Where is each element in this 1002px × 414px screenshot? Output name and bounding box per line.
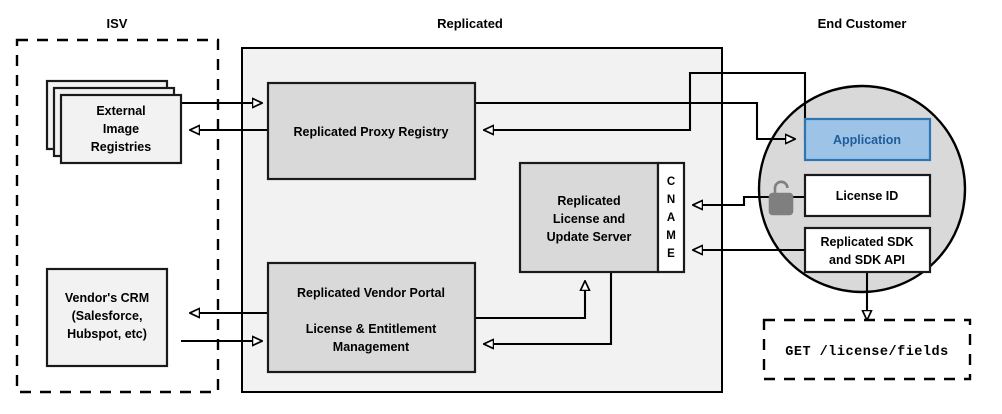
cname-box bbox=[656, 161, 686, 274]
license-server-label-line2: License and bbox=[553, 212, 625, 226]
node-vendors-crm[interactable]: Vendor's CRM (Salesforce, Hubspot, etc) bbox=[45, 267, 169, 368]
cname-letter-c: C bbox=[667, 176, 675, 188]
license-id-box bbox=[803, 173, 932, 218]
api-call-boundary bbox=[762, 318, 972, 381]
edge-server-to-portal bbox=[484, 272, 613, 344]
replicated-sdk-label-line1: Replicated SDK bbox=[820, 235, 913, 249]
cname-letter-m: M bbox=[666, 230, 676, 242]
proxy-registry-label: Replicated Proxy Registry bbox=[294, 125, 449, 139]
registries-label-line3: Registries bbox=[91, 140, 151, 154]
node-application[interactable]: Application bbox=[803, 117, 932, 162]
registries-label-line1: External bbox=[96, 104, 145, 118]
vendor-portal-box bbox=[266, 261, 477, 374]
edge-layer bbox=[181, 71, 867, 344]
vendor-portal-label-line3: Management bbox=[333, 340, 410, 354]
vendor-portal-label-line2: License & Entitlement bbox=[306, 322, 437, 336]
license-id-label: License ID bbox=[836, 189, 899, 203]
cname-letter-a: A bbox=[667, 212, 675, 224]
padlock-shackle bbox=[773, 180, 789, 194]
zone-title-end-customer: End Customer bbox=[818, 16, 907, 31]
application-label: Application bbox=[833, 133, 901, 147]
registries-stack-front bbox=[59, 93, 183, 165]
node-license-id[interactable]: License ID bbox=[803, 173, 932, 218]
crm-box bbox=[45, 267, 169, 368]
zone-title-replicated: Replicated bbox=[437, 16, 503, 31]
node-replicated-vendor-portal[interactable]: Replicated Vendor Portal License & Entit… bbox=[266, 261, 477, 374]
cname-letter-n: N bbox=[667, 194, 675, 206]
registries-label-line2: Image bbox=[103, 122, 139, 136]
replicated-sdk-box bbox=[803, 226, 932, 274]
node-replicated-proxy-registry[interactable]: Replicated Proxy Registry bbox=[266, 81, 477, 181]
license-server-label-line1: Replicated bbox=[557, 194, 620, 208]
crm-label-line3: Hubspot, etc) bbox=[67, 327, 147, 341]
license-server-label-line3: Update Server bbox=[547, 230, 632, 244]
api-call-callout[interactable]: GET /license/fields bbox=[762, 318, 972, 381]
isv-zone-boundary bbox=[15, 38, 220, 394]
cname-letter-e: E bbox=[667, 248, 675, 260]
vendor-portal-label-line1: Replicated Vendor Portal bbox=[297, 286, 445, 300]
proxy-registry-box bbox=[266, 81, 477, 181]
application-box bbox=[803, 117, 932, 162]
node-replicated-license-update-server[interactable]: Replicated License and Update Server bbox=[518, 161, 660, 274]
edge-proxy-to-application bbox=[475, 101, 795, 139]
license-update-server-box bbox=[518, 161, 660, 274]
node-external-image-registries[interactable]: External Image Registries bbox=[45, 79, 183, 165]
edge-application-to-proxy bbox=[484, 71, 807, 139]
zone-title-isv: ISV bbox=[107, 16, 128, 31]
crm-label-line2: (Salesforce, bbox=[72, 309, 143, 323]
replicated-sdk-label-line2: and SDK API bbox=[829, 253, 905, 267]
crm-label-line1: Vendor's CRM bbox=[65, 291, 149, 305]
node-cname-strip[interactable]: C N A M E bbox=[656, 161, 686, 274]
unlocked-padlock-icon bbox=[768, 180, 794, 216]
padlock-keyhole bbox=[779, 201, 783, 208]
api-call-label: GET /license/fields bbox=[785, 345, 948, 360]
edge-portal-to-server bbox=[475, 281, 585, 320]
node-replicated-sdk[interactable]: Replicated SDK and SDK API bbox=[803, 226, 932, 274]
